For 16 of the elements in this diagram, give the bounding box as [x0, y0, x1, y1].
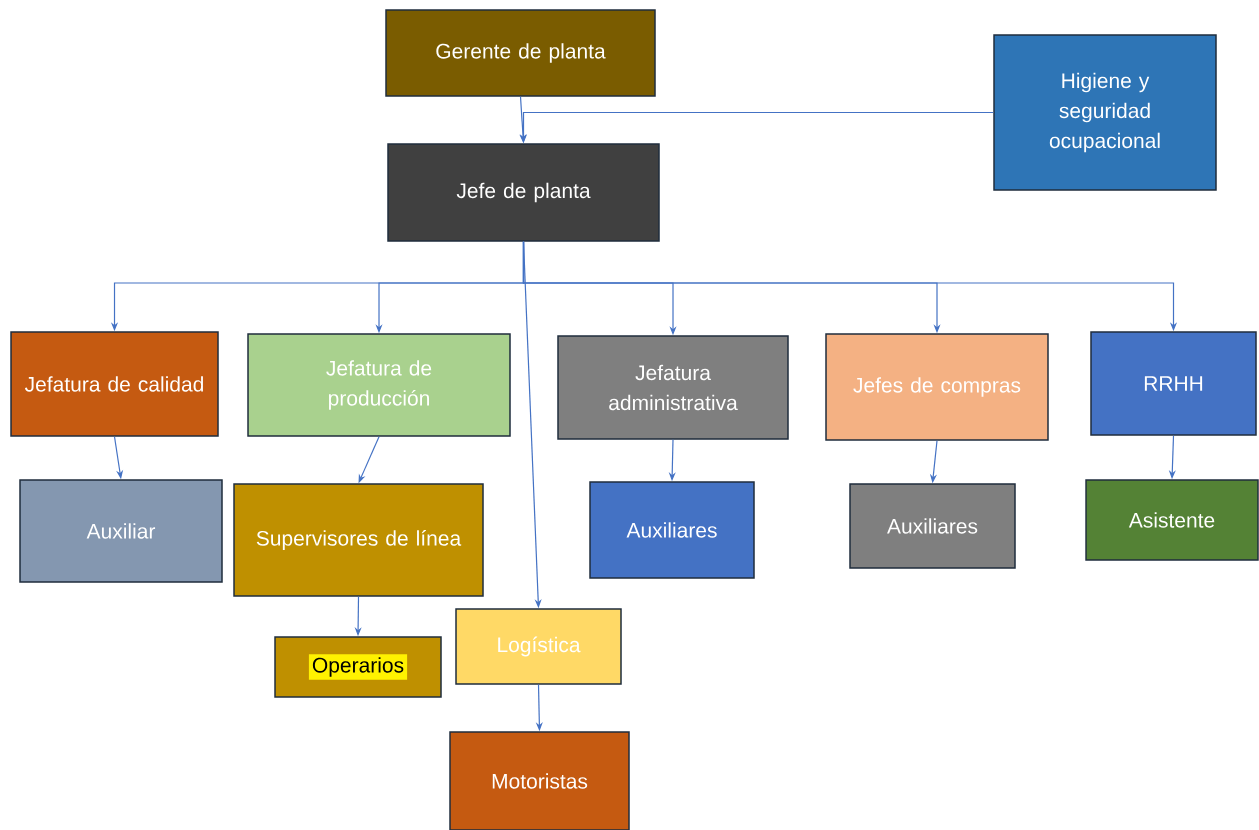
org-box: Higiene y seguridad ocupacional	[993, 34, 1217, 191]
org-box: Logística	[455, 608, 622, 685]
org-box: Jefatura de calidad	[10, 331, 219, 437]
org-box: Jefes de compras	[825, 333, 1049, 441]
org-box: Jefatura administrativa	[557, 335, 789, 440]
org-box: Auxiliares	[849, 483, 1016, 569]
org-box: Auxiliar	[19, 479, 223, 583]
org-box: Motoristas	[449, 731, 630, 830]
org-box: Asistente	[1085, 479, 1259, 561]
org-box: Gerente de planta	[385, 9, 656, 97]
org-box: RRHH	[1090, 331, 1257, 436]
org-box: Jefatura de producción	[247, 333, 511, 437]
org-box: Supervisores de línea	[233, 483, 484, 597]
org-box: Operarios	[274, 636, 442, 698]
org-box: Jefe de planta	[387, 143, 660, 242]
org-box: Auxiliares	[589, 481, 755, 579]
